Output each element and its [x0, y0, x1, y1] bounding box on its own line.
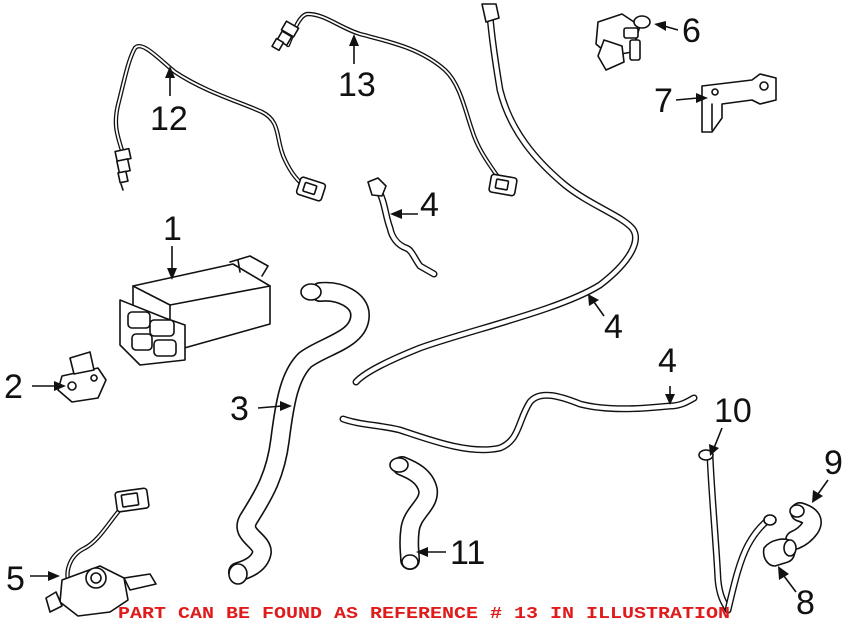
part-13-sensor-body — [271, 20, 300, 52]
part-2-bracket — [57, 351, 107, 403]
callout-10: 10 — [714, 392, 752, 430]
callout-4-long-tube: 4 — [604, 308, 623, 346]
callout-5: 5 — [6, 560, 25, 598]
callout-leaders — [30, 21, 829, 593]
part-5-pump — [45, 487, 157, 617]
reference-notice: PART CAN BE FOUND AS REFERENCE # 13 IN I… — [118, 605, 730, 624]
part-9-elbow — [785, 502, 822, 550]
callout-9: 9 — [824, 444, 843, 482]
part-1-canister — [119, 255, 271, 366]
part-12-oxygen-sensor — [113, 44, 327, 202]
callout-6: 6 — [682, 12, 701, 50]
callout-8: 8 — [796, 584, 815, 622]
callout-12: 12 — [150, 100, 188, 138]
callout-3: 3 — [230, 390, 249, 428]
callout-numbers: 1 2 3 4 4 4 5 6 7 8 9 10 11 12 13 — [4, 12, 843, 622]
part-5-connector — [114, 487, 150, 513]
part-6-valve — [595, 13, 651, 71]
part-7-bracket — [701, 73, 777, 133]
callout-7: 7 — [654, 82, 673, 120]
part-11-hose — [389, 456, 439, 570]
callout-11: 11 — [450, 534, 485, 572]
part-4-long-tube — [352, 3, 639, 386]
part-4-lower-tube — [339, 391, 698, 454]
part-8-connector — [762, 538, 797, 567]
callout-4-lower-tube: 4 — [658, 342, 677, 380]
part-13-oxygen-sensor — [271, 11, 518, 197]
callout-4-small-tube: 4 — [420, 186, 439, 224]
part-10-tube — [698, 449, 777, 614]
part-13-connector — [488, 173, 518, 197]
part-12-connector — [295, 176, 327, 202]
callout-2: 2 — [4, 368, 23, 406]
part-3-hose — [228, 281, 370, 585]
callout-1: 1 — [163, 210, 182, 248]
part-12-sensor-body — [114, 147, 132, 191]
callout-13: 13 — [338, 66, 376, 104]
part-4-small-tube — [367, 177, 438, 278]
